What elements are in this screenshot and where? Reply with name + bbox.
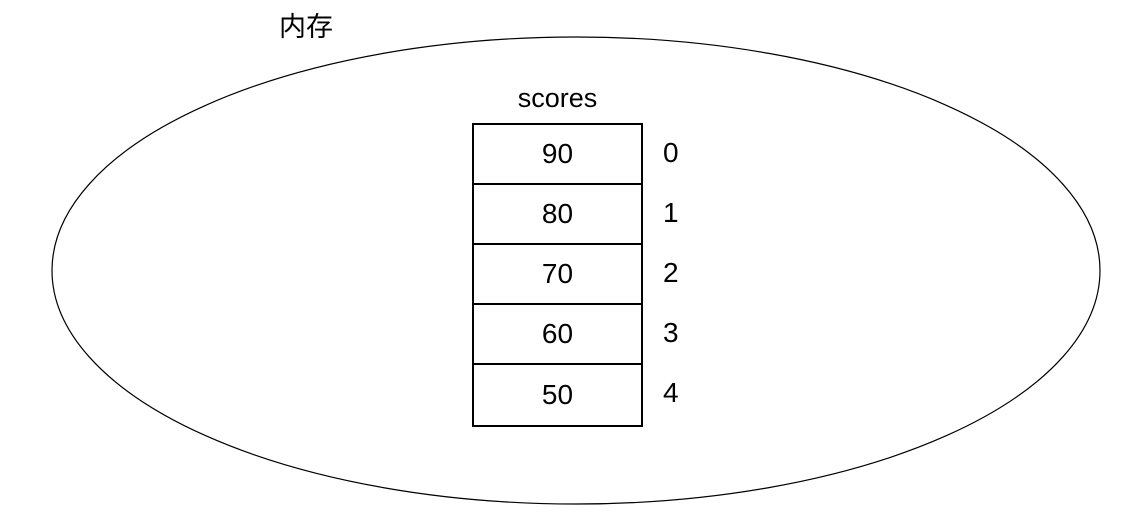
array-cell: 60 [474,305,641,365]
array-cell: 80 [474,185,641,245]
memory-label: 内存 [279,12,333,42]
array-index: 3 [663,317,679,348]
array-cell: 90 [474,125,641,185]
array-index: 4 [663,377,679,408]
array-cell: 50 [541,379,574,410]
array-title: scores [517,83,598,113]
array-cell: 70 [474,245,641,305]
array-index: 2 [663,257,679,288]
array-index: 0 [663,137,679,168]
array-box: 90 80 70 60 50 [472,123,643,427]
index-column: 0 1 2 3 4 [663,123,679,423]
array-index: 1 [663,197,679,228]
